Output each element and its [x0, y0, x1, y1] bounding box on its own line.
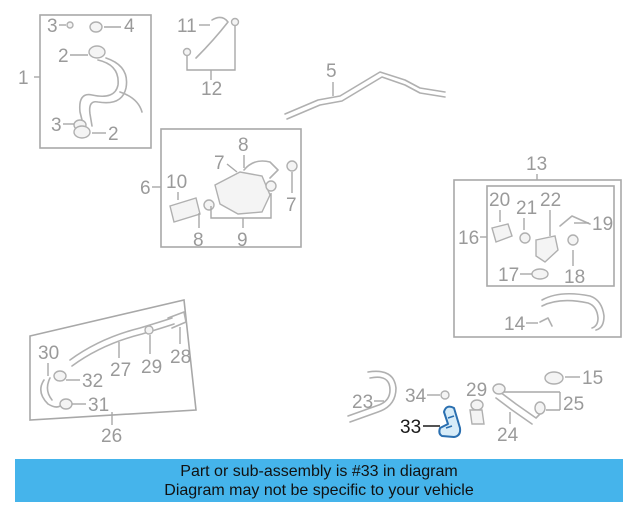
callout-12: 12	[201, 79, 222, 100]
callout-5: 5	[326, 61, 337, 82]
callout-34: 34	[405, 386, 427, 407]
callout-3a: 3	[47, 16, 58, 37]
callout-6: 6	[140, 178, 151, 199]
group-box-1	[39, 14, 152, 149]
callout-1: 1	[18, 68, 29, 89]
part-hose-assembly-26	[40, 311, 187, 410]
part-hose-23	[347, 370, 397, 423]
callout-22: 22	[540, 190, 561, 211]
callout-11: 11	[177, 16, 197, 37]
part-hose-assembly-1	[73, 21, 143, 139]
callout-13: 13	[526, 154, 547, 175]
info-banner: Part or sub-assembly is #33 in diagram D…	[15, 459, 623, 502]
group-box-6	[160, 128, 302, 248]
banner-line-1: Part or sub-assembly is #33 in diagram	[180, 462, 458, 480]
group-box-16	[486, 185, 615, 287]
callout-10: 10	[166, 172, 187, 193]
callout-8a: 8	[238, 135, 249, 156]
callout-20: 20	[489, 190, 510, 211]
part-housing-6	[169, 160, 298, 223]
banner-line-2: Diagram may not be specific to your vehi…	[164, 481, 474, 499]
part-tube-5	[284, 71, 446, 120]
callout-7b: 7	[286, 195, 297, 216]
callout-31: 31	[88, 395, 109, 416]
callout-7a: 7	[214, 153, 225, 174]
callout-28: 28	[170, 347, 191, 368]
callout-33[interactable]: 33	[400, 417, 421, 438]
callout-9: 9	[237, 230, 248, 251]
callout-2b: 2	[108, 124, 119, 145]
callout-23: 23	[352, 392, 373, 413]
callout-14: 14	[504, 314, 526, 335]
callout-3b: 3	[51, 115, 62, 136]
callout-19: 19	[592, 214, 613, 235]
callout-15: 15	[582, 368, 603, 389]
callout-16: 16	[458, 228, 479, 249]
part-pipe-11	[182, 16, 240, 59]
callout-25: 25	[563, 394, 584, 415]
callout-8b: 8	[193, 230, 204, 251]
callout-4: 4	[124, 16, 135, 37]
callout-24: 24	[497, 425, 519, 446]
callout-29b: 29	[466, 380, 487, 401]
callout-30: 30	[38, 343, 59, 364]
callout-27: 27	[110, 360, 131, 381]
callout-2a: 2	[58, 46, 69, 67]
group-box-13	[453, 179, 622, 338]
part-33-highlighted[interactable]	[438, 405, 462, 438]
callout-17: 17	[498, 265, 519, 286]
callout-18: 18	[564, 267, 585, 288]
callout-29a: 29	[141, 357, 162, 378]
part-hose-25	[469, 371, 564, 425]
callout-26: 26	[101, 426, 122, 447]
callout-32: 32	[82, 371, 103, 392]
part-hose-14	[539, 292, 605, 331]
group-box-26	[29, 299, 197, 421]
callout-21: 21	[516, 198, 537, 219]
